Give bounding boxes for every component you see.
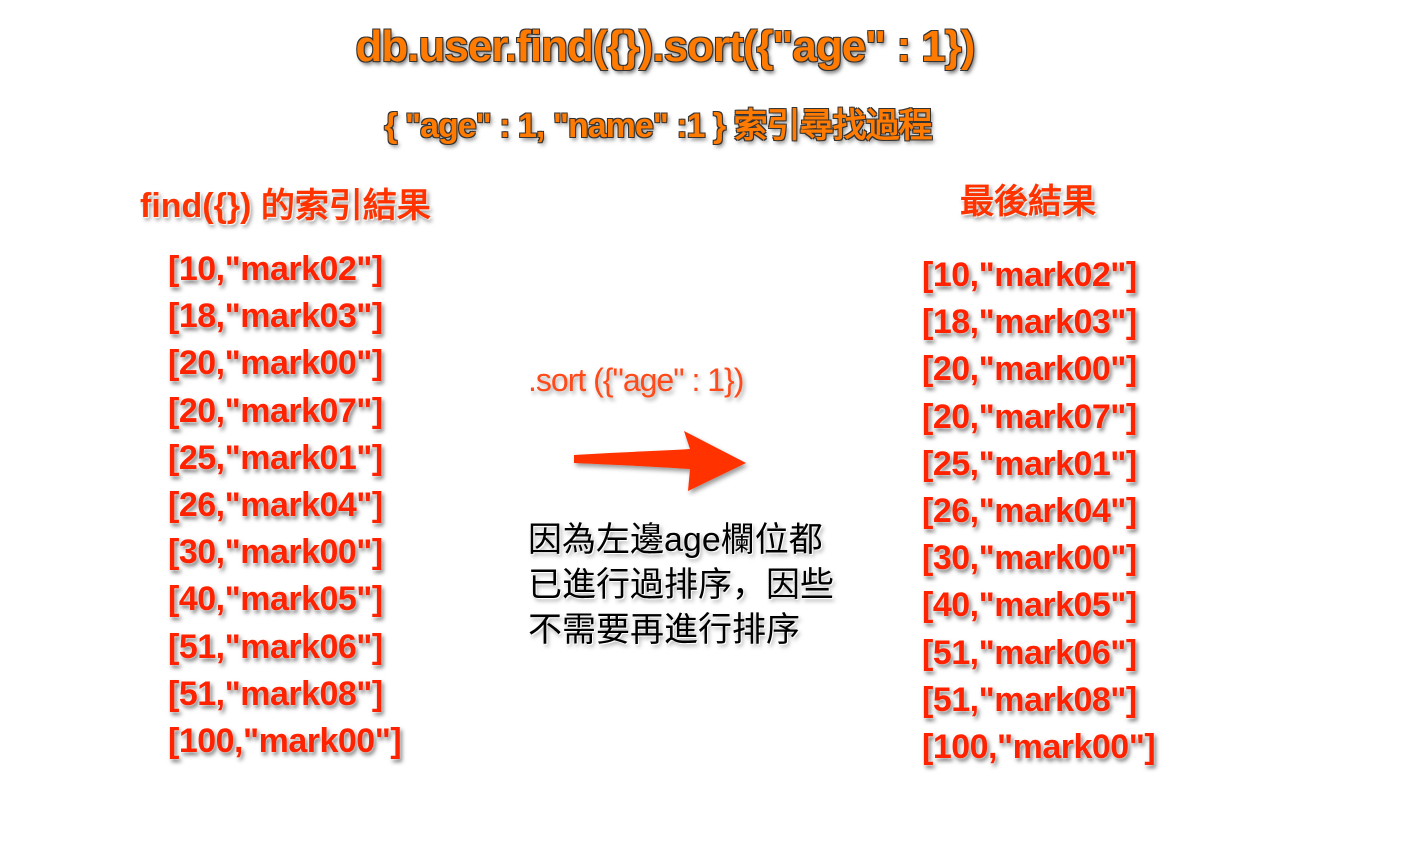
note-line: 已進行過排序，因些 xyxy=(528,566,834,604)
note-line: 因為左邊age欄位都 xyxy=(528,521,823,559)
diagram-title: db.user.find({}).sort({"age" : 1}) xyxy=(355,22,976,71)
list-item: [40,"mark05"] xyxy=(922,586,1137,625)
sort-operation-label: .sort ({"age" : 1}) xyxy=(528,362,744,398)
list-item: [20,"mark00"] xyxy=(168,344,383,383)
list-item: [51,"mark06"] xyxy=(168,627,383,666)
list-item: [51,"mark06"] xyxy=(922,633,1137,672)
list-item: [25,"mark01"] xyxy=(922,444,1137,483)
list-item: [26,"mark04"] xyxy=(168,485,383,524)
left-column-heading: find({}) 的索引結果 xyxy=(140,187,431,225)
list-item: [18,"mark03"] xyxy=(922,303,1137,342)
list-item: [51,"mark08"] xyxy=(168,674,383,713)
list-item: [10,"mark02"] xyxy=(922,256,1137,294)
list-item: [30,"mark00"] xyxy=(922,539,1137,578)
right-column-heading: 最後結果 xyxy=(960,183,1096,221)
list-item: [25,"mark01"] xyxy=(168,438,383,477)
list-item: [40,"mark05"] xyxy=(168,580,383,619)
list-item: [51,"mark08"] xyxy=(922,680,1137,719)
list-item: [100,"mark00"] xyxy=(168,721,402,760)
left-index-list: [10,"mark02"] [18,"mark03"] [20,"mark00"… xyxy=(168,246,402,765)
list-item: [20,"mark07"] xyxy=(922,397,1137,436)
note-line: 不需要再進行排序 xyxy=(528,611,800,649)
list-item: [18,"mark03"] xyxy=(168,297,383,336)
list-item: [10,"mark02"] xyxy=(168,250,383,288)
list-item: [20,"mark07"] xyxy=(168,391,383,430)
list-item: [26,"mark04"] xyxy=(922,491,1137,530)
right-arrow-icon xyxy=(574,431,746,491)
list-item: [20,"mark00"] xyxy=(922,350,1137,389)
list-item: [30,"mark00"] xyxy=(168,533,383,572)
diagram-subtitle: { "age" : 1, "name" :1 } 索引尋找過程 xyxy=(384,107,932,145)
list-item: [100,"mark00"] xyxy=(922,727,1156,766)
right-result-list: [10,"mark02"] [18,"mark03"] [20,"mark00"… xyxy=(922,252,1156,771)
explanation-note: 因為左邊age欄位都 已進行過排序，因些 不需要再進行排序 xyxy=(528,518,834,653)
